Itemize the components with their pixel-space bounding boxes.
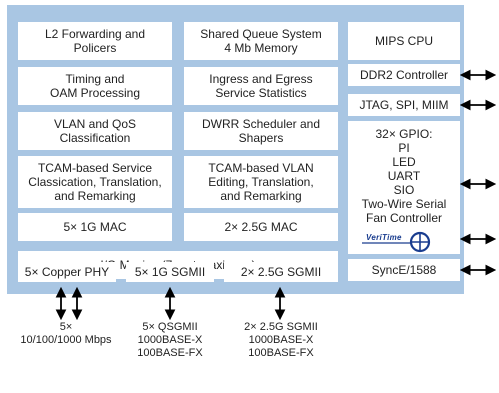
timing-oam-block: Timing and OAM Processing (18, 67, 172, 105)
veritime-logo: VeriTime (362, 231, 431, 253)
ingress-egress-block: Ingress and Egress Service Statistics (184, 67, 338, 105)
l2-forwarding-block: L2 Forwarding and Policers (18, 22, 172, 60)
mac-1g-block: 5× 1G MAC (18, 213, 172, 241)
ddr2-controller-block: DDR2 Controller (348, 64, 460, 86)
sgmii-1g-block: 5× 1G SGMII (126, 262, 214, 282)
veritime-block: VeriTime (348, 226, 460, 254)
vlan-qos-block: VLAN and QoS Classification (18, 112, 172, 150)
mac-2-5g-block: 2× 2.5G MAC (184, 213, 338, 241)
gpio-block: 32× GPIO: PI LED UART SIO Two-Wire Seria… (348, 121, 460, 245)
copper-label: 5× 10/100/1000 Mbps (20, 321, 112, 346)
veritime-logo-text: VeriTime (366, 233, 402, 242)
sgmii-2-5g-block: 2× 2.5G SGMII (224, 262, 338, 282)
tcam-vlan-block: TCAM-based VLAN Editing, Translation, an… (184, 156, 338, 208)
sgmii-label: 2× 2.5G SGMII 1000BASE-X 100BASE-FX (244, 321, 318, 359)
qsgmii-label: 5× QSGMII 1000BASE-X 100BASE-FX (137, 321, 203, 359)
dwrr-scheduler-block: DWRR Scheduler and Shapers (184, 112, 338, 150)
copper-phy-block: 5× Copper PHY (18, 262, 116, 282)
synce-1588-block: SyncE/1588 (348, 259, 460, 281)
jtag-spi-miim-block: JTAG, SPI, MIIM (348, 94, 460, 116)
mips-cpu-block: MIPS CPU (348, 22, 460, 60)
shared-queue-block: Shared Queue System 4 Mb Memory (184, 22, 338, 60)
tcam-service-block: TCAM-based Service Classication, Transla… (18, 156, 172, 208)
